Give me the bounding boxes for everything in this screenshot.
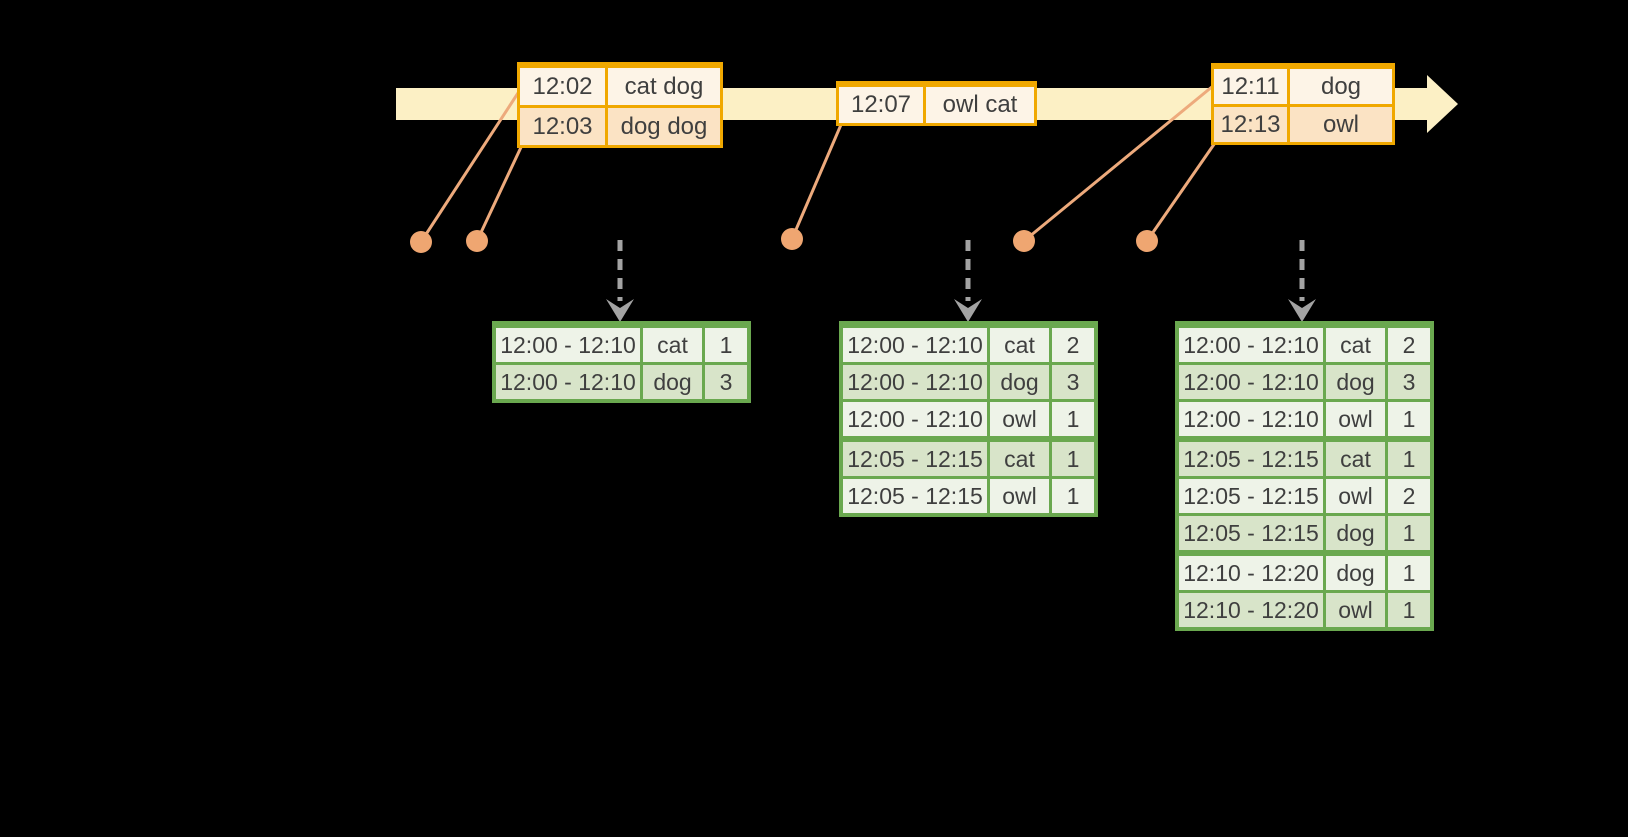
result-word-cell: owl — [1323, 479, 1385, 513]
result-word-cell: cat — [987, 442, 1049, 476]
event-words-cell: owl — [1287, 107, 1392, 142]
result-window-cell: 12:05 - 12:15 — [1179, 479, 1323, 513]
result-window-cell: 12:00 - 12:10 — [843, 402, 987, 436]
event-time-cell: 12:13 — [1214, 107, 1287, 142]
event-connector-line — [1145, 139, 1219, 242]
result-word-cell: dog — [1323, 516, 1385, 550]
result-row: 12:05 - 12:15 cat 1 — [843, 436, 1094, 476]
result-table: 12:00 - 12:10 cat 2 12:00 - 12:10 dog 3 … — [1175, 321, 1434, 631]
result-count-cell: 1 — [1385, 516, 1430, 550]
event-dot — [1013, 230, 1035, 252]
result-row: 12:00 - 12:10 cat 2 — [1179, 325, 1430, 362]
event-row: 12:11 dog — [1214, 66, 1392, 104]
result-window-cell: 12:00 - 12:10 — [496, 365, 640, 399]
event-connector-line — [1023, 84, 1214, 243]
result-row: 12:05 - 12:15 owl 1 — [843, 476, 1094, 513]
event-row: 12:07 owl cat — [839, 84, 1034, 123]
result-word-cell: cat — [1323, 328, 1385, 362]
result-row: 12:00 - 12:10 dog 3 — [843, 362, 1094, 399]
event-row: 12:13 owl — [1214, 104, 1392, 142]
event-words-cell: dog dog — [605, 108, 720, 145]
result-window-cell: 12:00 - 12:10 — [1179, 328, 1323, 362]
result-count-cell: 1 — [1049, 479, 1094, 513]
down-arrow-icon — [954, 299, 982, 322]
result-row: 12:10 - 12:20 owl 1 — [1179, 590, 1430, 627]
result-table: 12:00 - 12:10 cat 1 12:00 - 12:10 dog 3 — [492, 321, 751, 403]
result-word-cell: dog — [1323, 556, 1385, 590]
result-count-cell: 1 — [702, 328, 747, 362]
result-row: 12:00 - 12:10 owl 1 — [1179, 399, 1430, 436]
result-count-cell: 1 — [1049, 442, 1094, 476]
result-word-cell: dog — [640, 365, 702, 399]
event-table: 12:07 owl cat — [836, 81, 1037, 126]
result-word-cell: cat — [1323, 442, 1385, 476]
result-count-cell: 3 — [1049, 365, 1094, 399]
event-row: 12:02 cat dog — [520, 65, 720, 105]
result-row: 12:05 - 12:15 owl 2 — [1179, 476, 1430, 513]
event-time-cell: 12:02 — [520, 68, 605, 105]
result-count-cell: 2 — [1385, 479, 1430, 513]
event-table: 12:11 dog 12:13 owl — [1211, 63, 1395, 145]
event-dot — [781, 228, 803, 250]
result-count-cell: 1 — [1049, 402, 1094, 436]
result-row: 12:05 - 12:15 dog 1 — [1179, 513, 1430, 550]
result-window-cell: 12:00 - 12:10 — [1179, 402, 1323, 436]
result-word-cell: dog — [1323, 365, 1385, 399]
result-window-cell: 12:05 - 12:15 — [1179, 516, 1323, 550]
result-row: 12:00 - 12:10 dog 3 — [496, 362, 747, 399]
event-time-cell: 12:11 — [1214, 69, 1287, 104]
result-window-cell: 12:10 - 12:20 — [1179, 556, 1323, 590]
event-dot — [466, 230, 488, 252]
result-window-cell: 12:10 - 12:20 — [1179, 593, 1323, 627]
result-window-cell: 12:05 - 12:15 — [843, 479, 987, 513]
result-word-cell: cat — [987, 328, 1049, 362]
event-time-cell: 12:07 — [839, 87, 923, 123]
event-dot — [1136, 230, 1158, 252]
result-row: 12:00 - 12:10 cat 2 — [843, 325, 1094, 362]
result-row: 12:00 - 12:10 cat 1 — [496, 325, 747, 362]
result-window-cell: 12:00 - 12:10 — [843, 365, 987, 399]
result-count-cell: 1 — [1385, 442, 1430, 476]
result-row: 12:10 - 12:20 dog 1 — [1179, 550, 1430, 590]
event-row: 12:03 dog dog — [520, 105, 720, 145]
result-window-cell: 12:00 - 12:10 — [496, 328, 640, 362]
result-word-cell: owl — [987, 479, 1049, 513]
event-table: 12:02 cat dog 12:03 dog dog — [517, 62, 723, 148]
result-word-cell: owl — [987, 402, 1049, 436]
result-word-cell: owl — [1323, 402, 1385, 436]
result-word-cell: cat — [640, 328, 702, 362]
down-arrow-icon — [606, 299, 634, 322]
result-row: 12:05 - 12:15 cat 1 — [1179, 436, 1430, 476]
result-count-cell: 1 — [1385, 402, 1430, 436]
result-count-cell: 3 — [1385, 365, 1430, 399]
event-words-cell: cat dog — [605, 68, 720, 105]
result-row: 12:00 - 12:10 dog 3 — [1179, 362, 1430, 399]
down-arrow-icon — [1288, 299, 1316, 322]
result-word-cell: dog — [987, 365, 1049, 399]
result-window-cell: 12:05 - 12:15 — [1179, 442, 1323, 476]
result-count-cell: 1 — [1385, 593, 1430, 627]
event-dot — [410, 231, 432, 253]
result-count-cell: 2 — [1049, 328, 1094, 362]
event-connector-line — [790, 119, 845, 240]
event-connector-line — [475, 142, 525, 242]
result-table: 12:00 - 12:10 cat 2 12:00 - 12:10 dog 3 … — [839, 321, 1098, 517]
timeline-arrowhead-icon — [1427, 75, 1458, 133]
event-connector-line — [419, 89, 522, 243]
result-window-cell: 12:00 - 12:10 — [843, 328, 987, 362]
result-window-cell: 12:05 - 12:15 — [843, 442, 987, 476]
result-word-cell: owl — [1323, 593, 1385, 627]
result-count-cell: 1 — [1385, 556, 1430, 590]
result-count-cell: 3 — [702, 365, 747, 399]
result-row: 12:00 - 12:10 owl 1 — [843, 399, 1094, 436]
event-words-cell: owl cat — [923, 87, 1034, 123]
result-window-cell: 12:00 - 12:10 — [1179, 365, 1323, 399]
event-time-cell: 12:03 — [520, 108, 605, 145]
event-words-cell: dog — [1287, 69, 1392, 104]
result-count-cell: 2 — [1385, 328, 1430, 362]
